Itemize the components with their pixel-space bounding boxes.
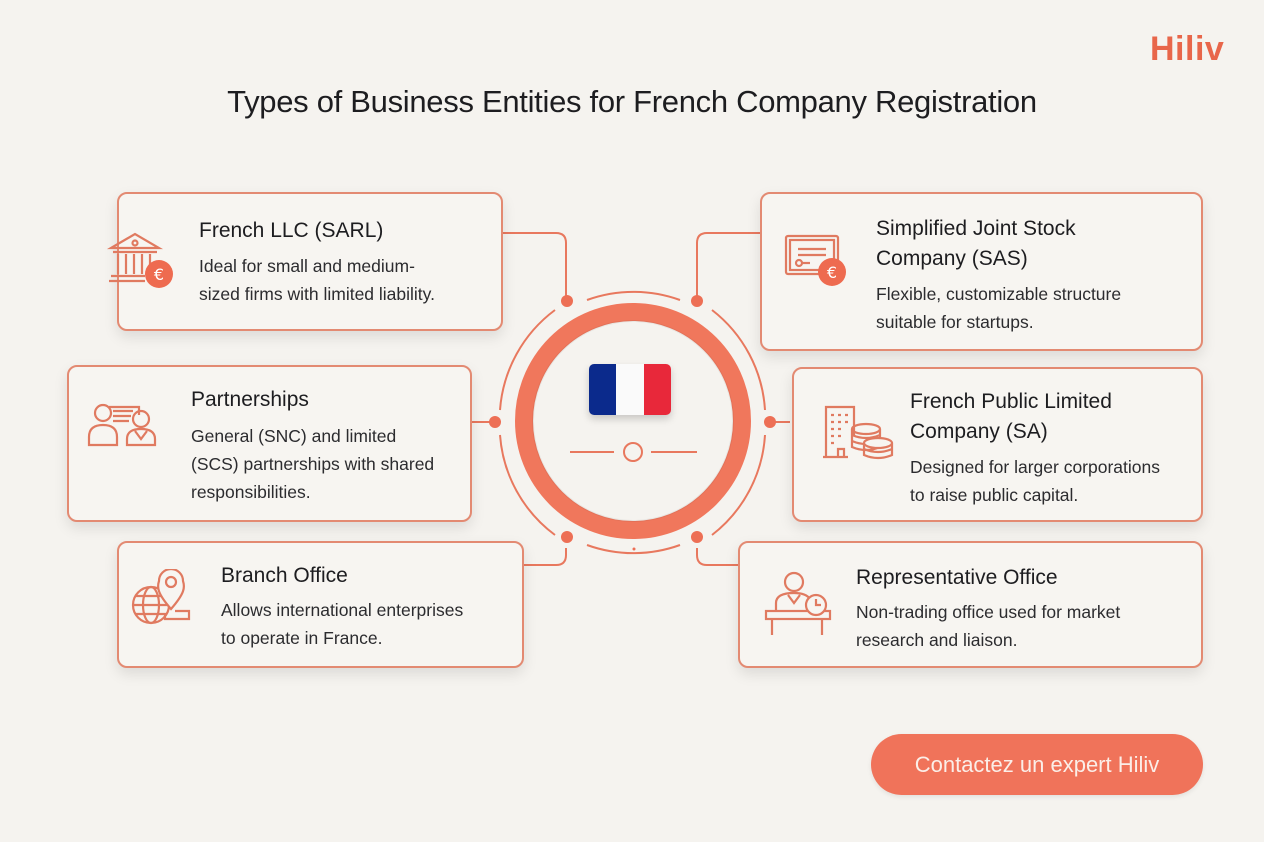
svg-text:€: € — [827, 263, 837, 282]
france-flag-icon — [589, 364, 671, 415]
entity-card-branch-office[interactable]: Branch Office Allows international enter… — [117, 541, 524, 668]
entity-name: French LLC (SARL) — [199, 219, 384, 242]
building-coins-icon — [823, 405, 894, 460]
entity-description: Non-trading office used for market resea… — [856, 602, 1121, 650]
certificate-euro-icon: € — [784, 234, 846, 286]
entity-name: French Public Limited Company (SA) — [910, 390, 1112, 443]
entity-description: General (SNC) and limited (SCS) partners… — [191, 426, 435, 502]
partners-icon — [87, 403, 157, 447]
entity-card-sarl[interactable]: € French LLC (SARL) Ideal for small and … — [106, 192, 503, 331]
entity-description: Allows international enterprises to oper… — [221, 600, 464, 648]
entity-card-representative-office[interactable]: Representative Office Non-trading office… — [738, 541, 1203, 668]
page-title: Types of Business Entities for French Co… — [227, 84, 1037, 119]
person-desk-clock-icon — [764, 571, 832, 635]
bank-euro-icon: € — [106, 232, 173, 288]
entity-card-sa[interactable]: French Public Limited Company (SA) Desig… — [792, 367, 1203, 522]
entity-description: Ideal for small and medium- sized firms … — [199, 256, 435, 304]
entity-name: Representative Office — [856, 566, 1058, 589]
contact-expert-button[interactable]: Contactez un expert Hiliv — [871, 734, 1203, 795]
entity-description: Flexible, customizable structure suitabl… — [876, 284, 1122, 332]
entity-card-partnerships[interactable]: Partnerships General (SNC) and limited (… — [67, 365, 472, 522]
globe-pin-icon — [131, 569, 191, 625]
brand-logo: Hiliv — [1150, 30, 1225, 68]
entity-name: Simplified Joint Stock Company (SAS) — [876, 217, 1076, 270]
entity-description: Designed for larger corporations to rais… — [910, 457, 1160, 505]
entity-name: Partnerships — [191, 388, 309, 411]
svg-text:€: € — [154, 265, 164, 284]
entity-name: Branch Office — [221, 564, 348, 587]
entity-card-sas[interactable]: € Simplified Joint Stock Company (SAS) F… — [760, 192, 1203, 351]
